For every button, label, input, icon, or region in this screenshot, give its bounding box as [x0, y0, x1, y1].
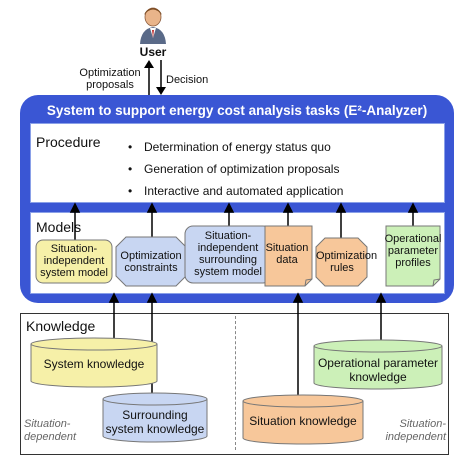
model-optimization-constraints: Optimization constraints	[120, 250, 182, 274]
decision-label: Decision	[166, 74, 209, 86]
user-label: User	[139, 45, 167, 59]
model-optimization-rules: Optimization rules	[316, 250, 378, 274]
procedure-item: Generation of optimization proposals	[128, 158, 428, 180]
caption-situation-independent: Situation-independent	[385, 418, 446, 443]
models-title: Models	[36, 219, 82, 235]
model-situation-data: Situation data	[265, 242, 309, 266]
db-surrounding-system-knowledge: Surrounding system knowledge	[105, 408, 205, 436]
model-surrounding-system-model: Situation-independent surrounding system…	[194, 230, 262, 278]
procedure-title: Procedure	[36, 134, 101, 150]
db-system-knowledge: System knowledge	[43, 357, 145, 371]
db-situation-knowledge: Situation knowledge	[249, 414, 357, 428]
procedure-item: Determination of energy status quo	[128, 136, 428, 158]
optimization-proposals-label: Optimization proposals	[79, 67, 141, 91]
user-icon	[140, 7, 166, 44]
model-operational-parameter-profiles: Operational parameter profiles	[384, 233, 442, 269]
knowledge-title: Knowledge	[26, 318, 96, 334]
caption-situation-dependent: Situation-dependent	[24, 418, 76, 443]
model-system-model: Situation-independent system model	[40, 243, 108, 279]
system-title: System to support energy cost analysis t…	[46, 103, 428, 118]
user-system-arrows	[144, 60, 166, 95]
db-operational-parameter-knowledge: Operational parameter knowledge	[317, 356, 439, 384]
procedure-list: Determination of energy status quo Gener…	[128, 136, 428, 202]
knowledge-divider	[235, 316, 236, 450]
procedure-item: Interactive and automated application	[128, 180, 428, 202]
